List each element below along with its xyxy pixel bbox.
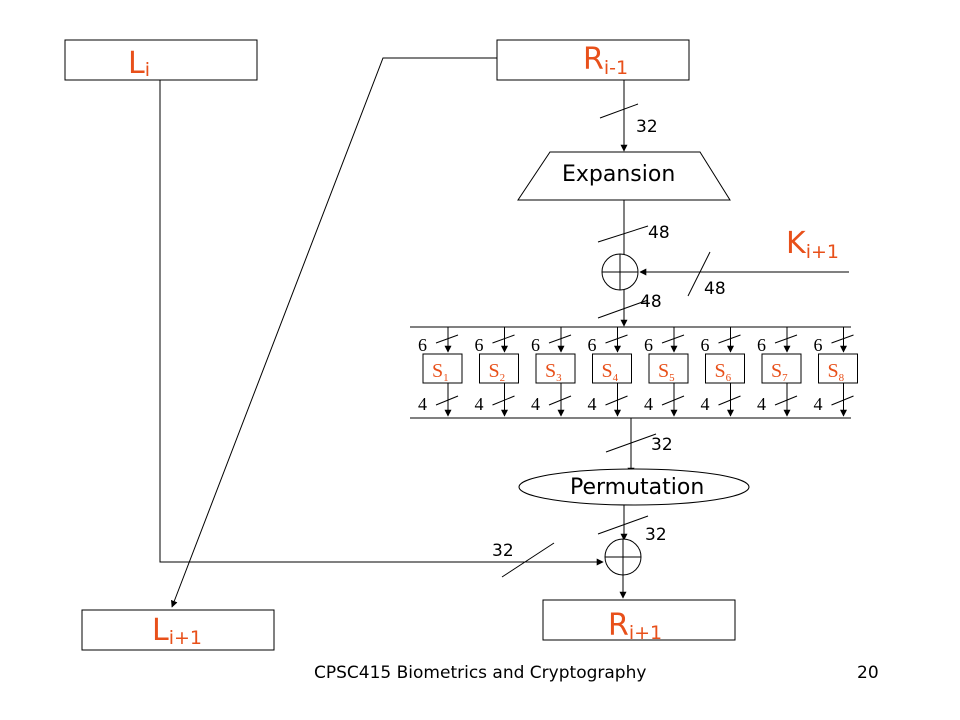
sbox-input-width: 6 [588,335,597,355]
sbox-output-width: 4 [475,394,484,414]
r-next-label: Ri+1 [608,608,662,644]
expansion-label: Expansion [562,162,675,187]
bus-slash [605,334,628,344]
bus-slash [548,334,572,344]
bus-slash [661,334,685,344]
sbox-label: S7 [771,360,788,384]
bus-slash [718,334,741,344]
sbox-input-width: 6 [644,335,653,355]
sbox-input-width: 6 [418,335,427,355]
bus-slash [435,395,459,406]
bus-slash [661,395,685,406]
sbox-input-width: 6 [475,335,484,355]
bus-slash [605,433,657,453]
expansion-box [517,151,731,201]
page-number: 20 [857,663,879,683]
bus-slash [774,395,798,406]
width-label-32: 32 [492,541,514,561]
bus-slash [548,395,572,406]
sbox-output-width: 4 [644,394,653,414]
sbox-label: S5 [658,360,675,384]
sbox-label: S8 [828,360,845,384]
width-label-48: 48 [704,279,726,299]
sbox-box [422,353,463,384]
l-i-label: Li [128,46,150,81]
bus-slash [687,251,711,297]
r-to-l-next-line [170,57,497,608]
bus-slash [599,103,639,119]
bus-slash [501,542,555,578]
bus-slash [718,395,741,406]
footer-course: CPSC415 Biometrics and Cryptography [314,663,646,683]
width-label-48: 48 [640,292,662,312]
sbox-box [761,353,802,384]
width-label-32: 32 [636,117,658,137]
sbox-box [479,353,519,384]
bus-slash [435,334,459,344]
r-prev-label: Ri-1 [583,42,628,79]
sbox-label: S4 [602,360,619,384]
sbox-box [648,353,689,384]
bus-slash [597,299,649,319]
l-next-label: Li+1 [152,613,202,649]
permutation-box [518,468,750,506]
sbox-output-width: 4 [757,394,766,414]
width-label-32: 32 [645,525,667,545]
bus-slash [492,334,515,344]
r-prev-box [496,39,690,81]
l-i-box [64,39,258,81]
bus-slash [492,395,515,406]
sbox-input-width: 6 [531,335,540,355]
r-next-box [542,599,736,641]
sbox-input-width: 6 [757,335,766,355]
width-label-32: 32 [651,435,673,455]
l-i-to-xor-line [159,80,604,566]
sbox-label: S1 [432,360,449,384]
bus-slash [774,334,798,344]
sbox-output-width: 4 [588,394,597,414]
sbox-box [592,353,632,384]
bus-slash [597,225,649,243]
permutation-label: Permutation [570,475,704,500]
sbox-output-width: 4 [418,394,427,414]
bus-slash [831,334,854,344]
l-next-box [81,609,275,651]
width-label-48: 48 [648,223,670,243]
sbox-box [818,353,858,384]
sbox-output-width: 4 [531,394,540,414]
sbox-label: S2 [489,360,506,384]
sbox-input-width: 6 [701,335,710,355]
sbox-box [705,353,745,384]
sbox-output-width: 4 [814,394,823,414]
sbox-output-width: 4 [701,394,710,414]
key-label: Ki+1 [786,226,839,263]
bus-slash [597,515,649,535]
bus-slash [605,395,628,406]
sbox-label: S6 [715,360,732,384]
sbox-input-width: 6 [814,335,823,355]
sbox-label: S3 [545,360,562,384]
sbox-box [535,353,576,384]
bus-slash [831,395,854,406]
